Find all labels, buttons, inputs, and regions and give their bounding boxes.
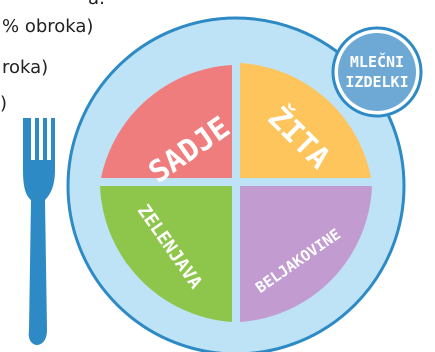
caption-line-4: ) bbox=[0, 93, 8, 114]
caption-line-2: % obroka) bbox=[2, 16, 94, 37]
dairy-circle: MLEČNI IZDELKI bbox=[331, 26, 423, 118]
plate-section-sadje bbox=[101, 65, 232, 178]
dairy-label-line-2: IZDELKI bbox=[345, 73, 408, 91]
caption-line-3: roka) bbox=[2, 57, 49, 78]
plate-section-zita bbox=[240, 63, 371, 178]
fork-icon bbox=[23, 118, 55, 345]
plate-section-beljakovine bbox=[240, 186, 372, 322]
dairy-label-line-1: MLEČNI bbox=[350, 52, 404, 71]
plate: SADJE ŽITA ZELENJAVA BELJAKOVINE bbox=[66, 16, 406, 352]
plate-section-zelenjava bbox=[100, 186, 232, 322]
caption-line-1: a: bbox=[88, 0, 105, 8]
